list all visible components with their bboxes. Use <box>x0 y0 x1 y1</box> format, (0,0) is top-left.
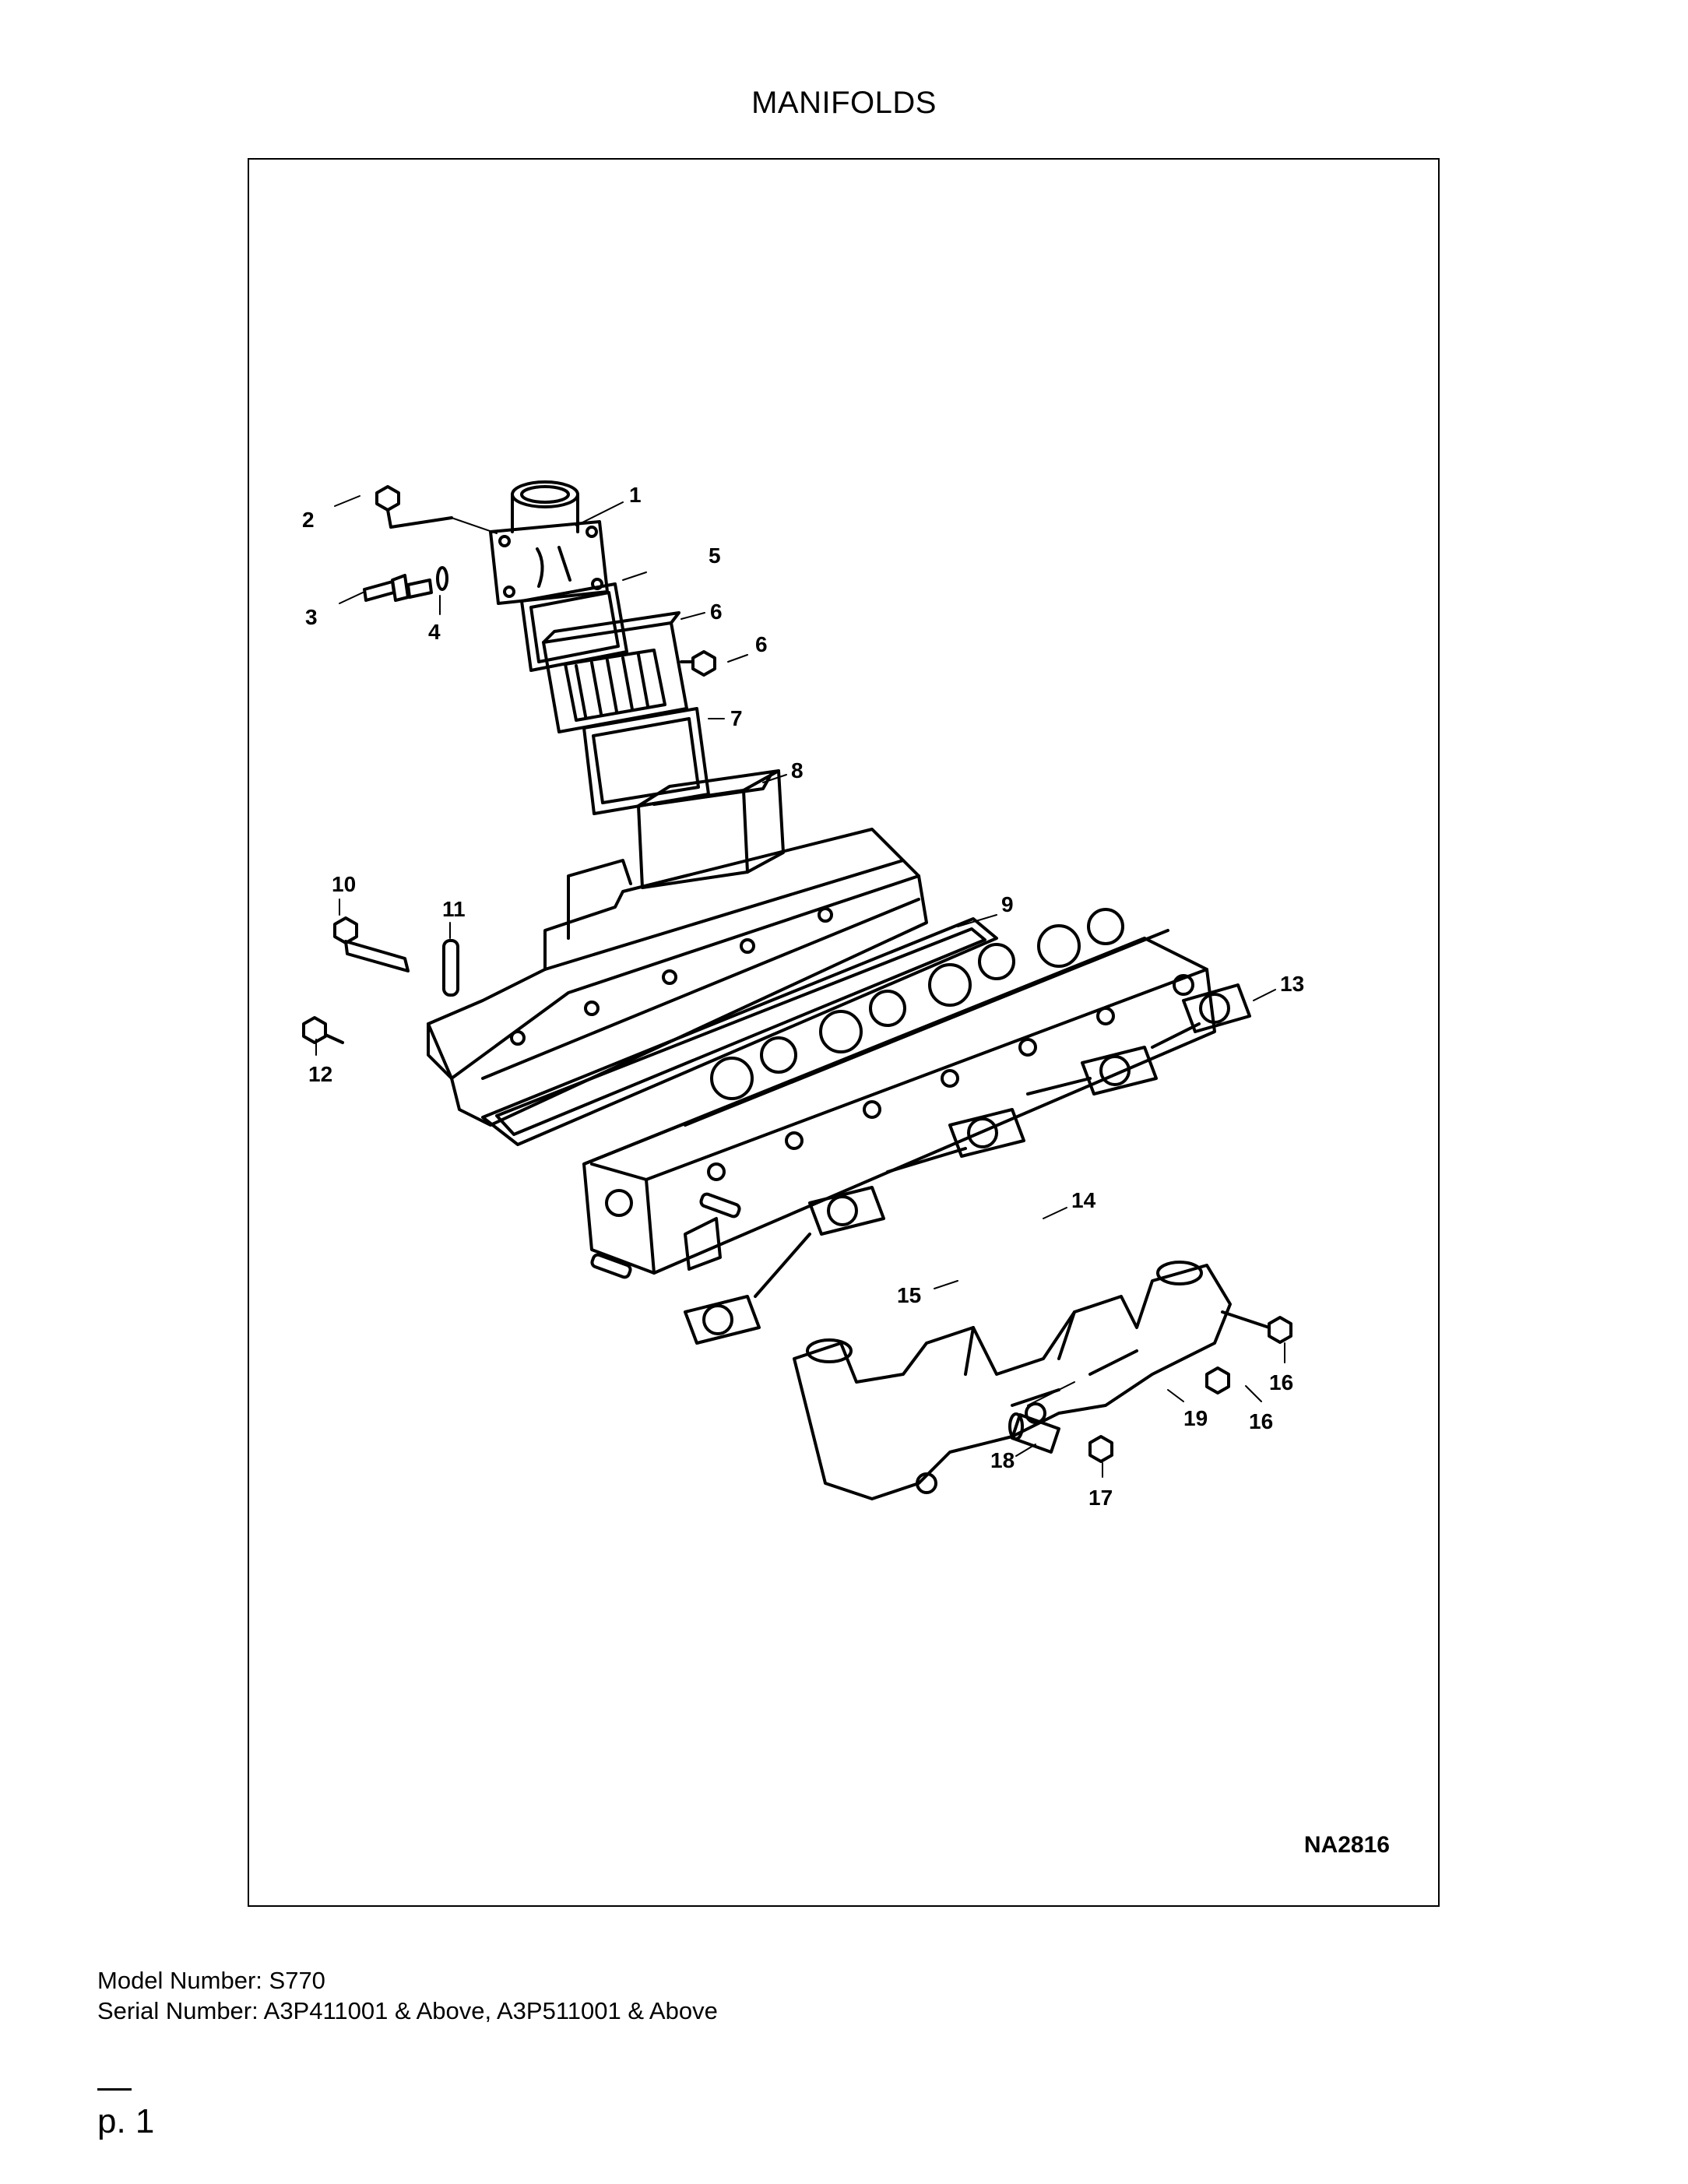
callout-8: 6 <box>755 632 768 656</box>
part-nut-16-upper <box>1205 1366 1230 1394</box>
part-bolt-12 <box>375 485 498 534</box>
part-bolt-3 <box>302 1016 344 1044</box>
exploded-parts-diagram: 1 2 3 4 5 6 6 7 8 9 10 11 12 13 14 15 16… <box>302 480 1304 1510</box>
part-heater-7 <box>542 611 688 733</box>
part-nut-16-lower <box>1088 1435 1113 1463</box>
model-info: Model Number: S770 Serial Number: A3P411… <box>97 1966 718 2027</box>
callout-4: 10 <box>332 872 356 896</box>
callout-14: 13 <box>1280 972 1304 996</box>
callout-1: 8 <box>791 758 804 783</box>
callout-13: 19 <box>1183 1406 1208 1430</box>
part-gasket-14 <box>684 983 1251 1345</box>
figure-code: NA2816 <box>1303 1832 1390 1858</box>
part-bolt-17 <box>1221 1310 1292 1344</box>
part-intake-manifold <box>427 828 928 1127</box>
part-gasket-6-upper <box>520 582 628 672</box>
part-gasket-2 <box>481 917 998 1146</box>
callout-18: 15 <box>897 1283 921 1307</box>
callout-7: 6 <box>710 600 723 624</box>
page-title: MANIFOLDS <box>751 86 937 120</box>
footer-rule <box>97 2088 132 2091</box>
part-elbow-9 <box>489 480 609 605</box>
callout-16-bottom: 17 <box>1088 1486 1113 1510</box>
callout-17: 16 <box>1269 1370 1293 1394</box>
callout-6-upper: 5 <box>709 543 721 568</box>
callout-19: 18 <box>990 1448 1015 1472</box>
part-sensor-10 <box>363 574 433 602</box>
part-exhaust-manifold-13 <box>793 1261 1232 1500</box>
callout-12: 2 <box>302 508 315 532</box>
part-stud-15 <box>699 1192 741 1219</box>
diagram-frame: 1 2 3 4 5 6 6 7 8 9 10 11 12 13 14 15 16… <box>248 158 1440 1907</box>
serial-number: Serial Number: A3P411001 & Above, A3P511… <box>97 1996 718 2024</box>
part-stud-5 <box>442 939 459 997</box>
callout-10: 3 <box>305 605 318 629</box>
part-bolt-4 <box>333 916 410 972</box>
part-spacer-19 <box>1008 1381 1075 1454</box>
leader-lines <box>315 495 1285 1478</box>
part-oring-11 <box>436 566 448 591</box>
callout-16-right: 16 <box>1249 1409 1273 1433</box>
page-number: p. 1 <box>97 2102 155 2140</box>
part-nut-8 <box>680 650 716 677</box>
callout-15: 14 <box>1071 1188 1096 1212</box>
part-cylinder-head <box>582 908 1216 1275</box>
model-number: Model Number: S770 <box>97 1967 325 1994</box>
part-stud-18 <box>590 1253 632 1279</box>
callout-2: 9 <box>1001 892 1014 916</box>
callout-6-lower: 7 <box>730 706 743 730</box>
callout-11: 4 <box>428 620 441 644</box>
callout-9: 1 <box>629 483 642 507</box>
callout-3: 12 <box>308 1062 332 1086</box>
callout-5: 11 <box>442 897 466 921</box>
